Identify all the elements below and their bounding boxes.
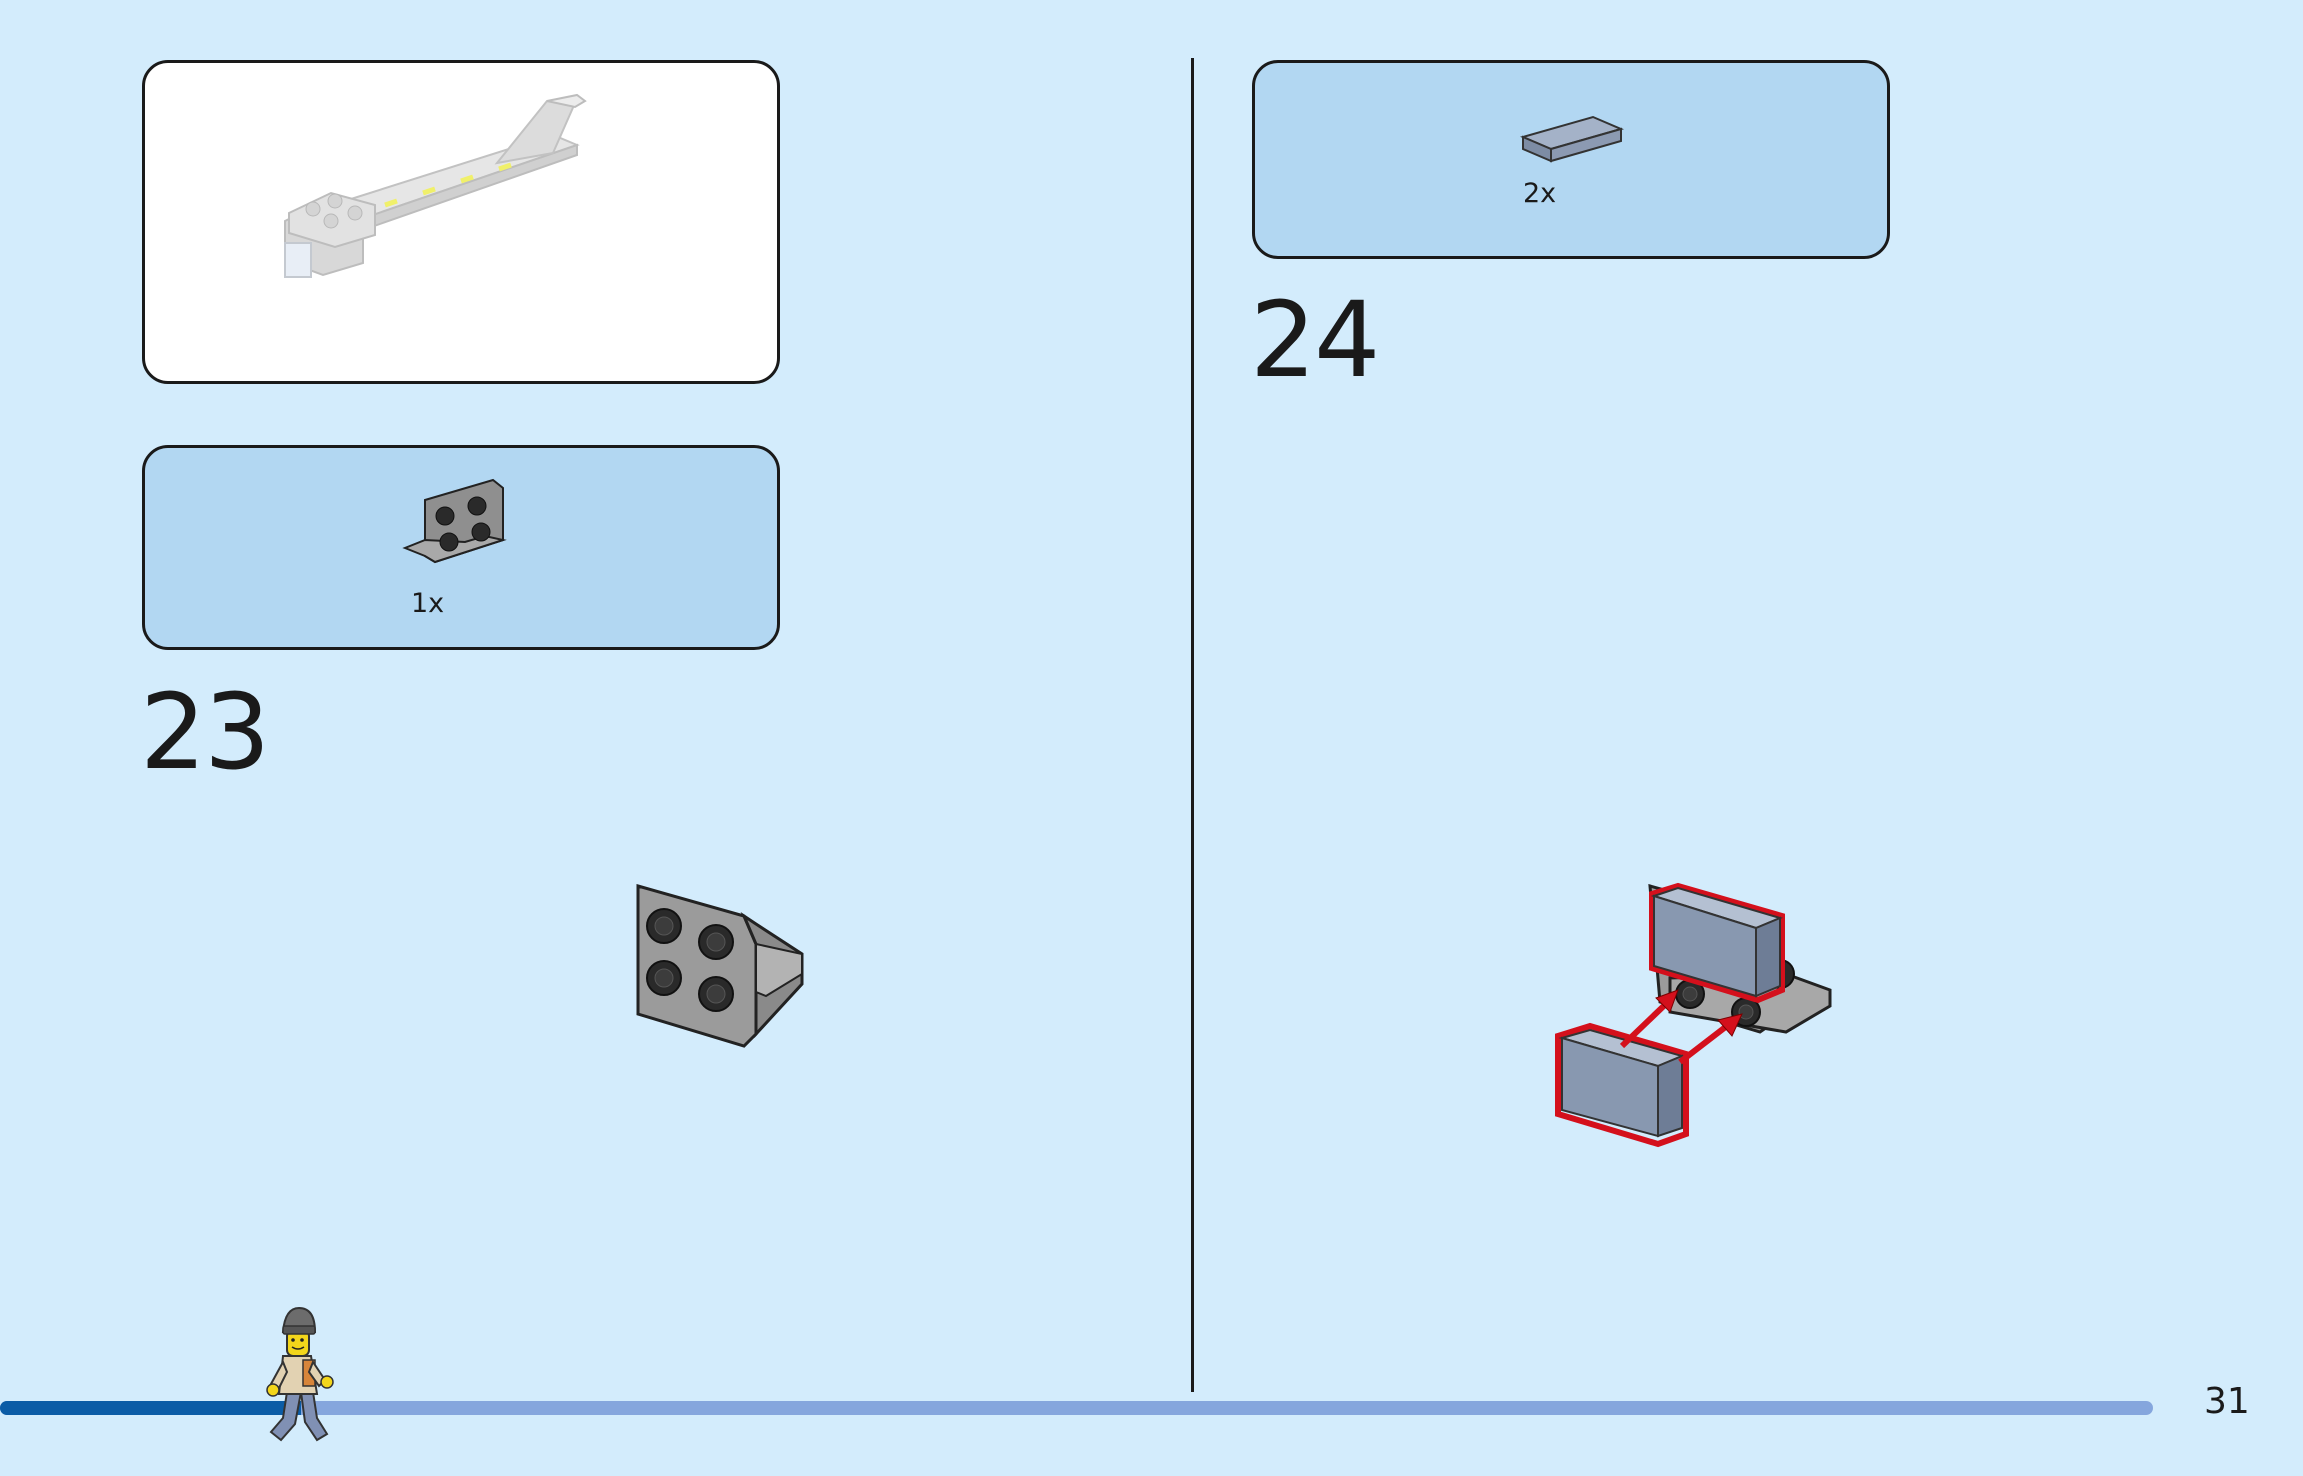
step-number: 23 — [140, 671, 270, 793]
progress-bar-fill — [0, 1401, 301, 1415]
gray-2x2-bracket-icon — [636, 884, 804, 1048]
progress-bar — [0, 1401, 2153, 1415]
minifigure-progress-icon — [266, 1306, 334, 1442]
part-quantity: 2x — [1523, 178, 1557, 209]
part-quantity: 1x — [411, 588, 445, 619]
step-number: 24 — [1250, 279, 1380, 401]
aircraft-assembly-icon — [284, 93, 587, 278]
page-number: 31 — [2204, 1381, 2250, 1422]
gray-2x2-bracket-icon — [402, 478, 507, 564]
parts-list-step-23: 1x — [142, 445, 780, 650]
sand-blue-1x2-tile-icon — [1520, 115, 1624, 163]
tile-attachment-illustration — [1555, 882, 1832, 1148]
parts-list-step-24: 2x — [1252, 60, 1890, 259]
page-divider — [1191, 58, 1194, 1392]
model-overview-panel — [142, 60, 780, 384]
